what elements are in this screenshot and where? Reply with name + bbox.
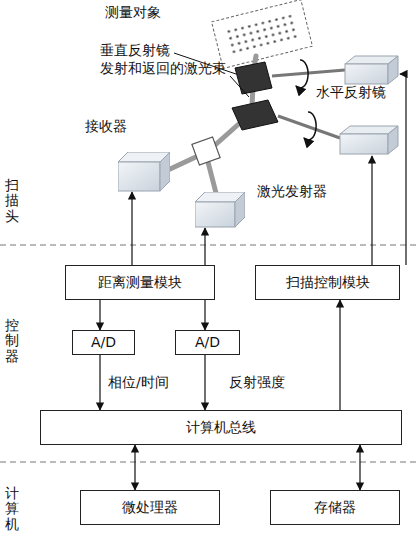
signal-label: 反射强度 [227,374,287,391]
section-label: 控制器 [5,318,19,364]
box-face [235,192,245,227]
box-face [160,152,170,191]
box-label: A/D [195,334,220,351]
beam-splitter [192,137,220,165]
connector-arrow [204,355,205,410]
object-outline [212,0,313,68]
connector-arrow [99,300,100,330]
leader-line [230,76,249,97]
process-box: 扫描控制模块 [255,265,400,300]
laser-emitter: 激光发射器 [195,192,245,228]
bus-box: 计算机总线 [40,410,402,445]
device-box [195,192,245,228]
box-label: 微处理器 [122,499,178,516]
beam-segment [208,162,216,193]
box-label: 存储器 [314,499,356,516]
rotation-arrow [304,112,316,140]
section-divider [0,245,417,246]
box-label: 扫描控制模块 [286,274,370,291]
scan-motor [345,56,398,84]
motor-face [345,64,388,84]
converter-box: A/D [72,330,135,355]
control-wire [371,156,372,265]
box-face [118,162,160,191]
part-label: 垂直反射镜 [100,42,170,59]
section-label: 计算机 [5,486,19,532]
receiver: 接收器 [118,152,170,192]
section-divider [0,462,417,463]
connector-arrow [99,355,100,410]
connector-arrow [204,228,205,265]
box-label: 距离测量模块 [98,274,182,291]
process-box: 距离测量模块 [65,265,215,300]
connector-arrow [339,300,340,410]
connector-arrow [131,192,132,265]
control-wire [400,74,406,265]
storage-box: 存储器 [270,490,400,525]
part-label: 发射和返回的激光束 [100,60,226,77]
connector-arrow [204,300,205,330]
beam-segment [168,155,200,170]
part-label: 水平反射镜 [316,84,386,101]
motor-face [388,56,398,84]
scan-motor [340,126,398,154]
measurement-object [212,0,313,68]
vertical-mirror [235,62,272,94]
object-texture [224,14,300,55]
device-box [118,152,170,192]
box-face [195,202,235,227]
object-label: 测量对象 [105,4,161,21]
box-label: 计算机总线 [186,419,256,436]
box-label: A/D [91,334,116,351]
process-box: 微处理器 [80,490,220,525]
mirror-axis [278,116,340,138]
connector-arrow [134,445,135,490]
device-label: 激光发射器 [257,183,327,200]
section-label: 扫描头 [5,178,19,224]
signal-label: 相位/时间 [106,374,171,391]
motor-face [388,126,398,154]
rotation-arrow [296,60,308,88]
converter-box: A/D [175,330,240,355]
connector-arrow [359,445,360,490]
horizontal-mirror [232,100,278,130]
motor-face [340,134,388,154]
device-label: 接收器 [85,118,127,135]
